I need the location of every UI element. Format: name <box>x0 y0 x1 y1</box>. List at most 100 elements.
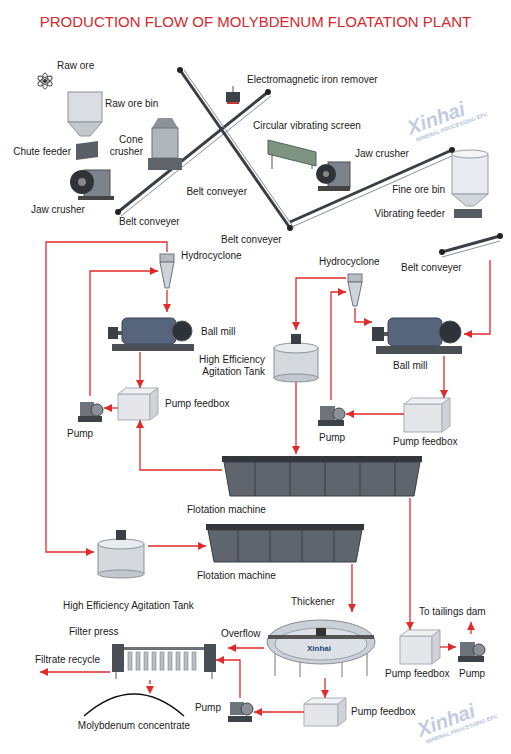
equipment-label: Pump feedbox <box>350 706 417 718</box>
pump-feedbox-drawing <box>432 630 440 664</box>
equipment-label: Pump feedbox <box>392 436 459 448</box>
ore-bin-drawing <box>68 92 102 122</box>
hydrocyclone: Hydrocyclone <box>158 252 176 290</box>
pump: Pump <box>226 698 254 724</box>
vibrating-screen-drawing <box>268 140 316 166</box>
equipment-label: High Efficiency Agitation Tank <box>182 354 266 378</box>
equipment-label: Hydrocyclone <box>318 256 381 268</box>
thickener-drawing <box>316 628 326 636</box>
belt-conveyer-drawing <box>115 67 503 257</box>
flow-arrows <box>470 622 471 634</box>
flow-line <box>295 382 296 454</box>
pump-feedbox-drawing <box>338 698 346 726</box>
belt-conveyer-drawing <box>442 241 500 257</box>
filter-press-drawing <box>112 644 124 672</box>
flotation-machine: Flotation machine <box>206 522 364 564</box>
hydrocyclone-drawing <box>160 254 174 262</box>
ball-mill-drawing <box>108 327 118 339</box>
flotation-machine-drawing <box>395 462 396 496</box>
equipment-label: Belt conveyer <box>220 234 283 246</box>
jaw-crusher: Jaw crusher <box>318 158 350 192</box>
flow-note: Overflow <box>220 628 261 640</box>
thickener-drawing <box>267 620 375 677</box>
raw-ore-icon <box>37 74 54 87</box>
belt-conveyer: Belt conveyer <box>288 196 344 224</box>
equipment-label: Filter press <box>68 626 119 638</box>
vibrating-feeder-drawing <box>454 209 482 218</box>
flow-line <box>355 308 372 322</box>
flotation-machine-drawing <box>302 530 303 562</box>
equipment-label: Vibrating feeder <box>374 208 446 220</box>
equipment-label: Pump <box>66 428 94 440</box>
filter-press-drawing <box>192 652 196 670</box>
fine-ore-bin-drawing <box>452 150 488 158</box>
ball-mill: Ball mill <box>108 312 196 352</box>
iron-remover-drawing <box>227 102 239 104</box>
pump-feedbox-drawing <box>118 394 150 420</box>
jaw-crusher-drawing <box>323 171 329 177</box>
filter-press-drawing <box>212 672 213 679</box>
agitation-tank: High Efficiency Agitation Tank <box>94 526 148 578</box>
raw-ore-icon <box>37 74 54 87</box>
flow-line <box>346 413 404 414</box>
equipment-label: Thickener <box>290 596 336 608</box>
pump-feedbox-drawing <box>442 398 450 432</box>
cone-crusher: Cone crusher <box>148 118 182 172</box>
equipment-label: High Efficiency Agitation Tank <box>62 600 195 612</box>
ore-bin-drawing <box>68 92 102 136</box>
flow-line <box>409 498 410 630</box>
equipment-label: Chute feeder <box>12 146 72 158</box>
equipment-label: Circular vibrating screen <box>252 120 362 132</box>
pump-feedbox: Pump feedbox <box>400 630 440 664</box>
ball-mill-drawing <box>112 344 194 351</box>
ball-mill-drawing <box>172 321 192 341</box>
vibrating-feeder: Vibrating feeder <box>452 208 484 220</box>
jaw-crusher-drawing <box>318 186 350 191</box>
ball-mill-drawing <box>388 318 442 346</box>
iron-remover: Electromagnetic iron remover <box>224 84 242 106</box>
flotation-machine-drawing <box>208 530 362 562</box>
flow-line <box>46 242 167 552</box>
ball-mill-drawing <box>439 321 461 343</box>
flow-line <box>104 407 118 408</box>
vibrating-screen-drawing <box>268 140 316 169</box>
pump-drawing <box>318 420 344 426</box>
agitation-tank-drawing <box>291 334 301 344</box>
filter-press-drawing <box>160 652 164 670</box>
logo-text: Xinhai <box>307 644 331 654</box>
equipment-label: Ball mill <box>200 326 236 338</box>
iron-remover-drawing <box>226 86 240 104</box>
equipment-label: Pump <box>458 668 486 680</box>
flotation-machine-drawing <box>270 530 271 562</box>
pump: Pump <box>456 636 486 664</box>
belt-conveyer-drawing <box>265 89 271 95</box>
equipment-label: Flotation machine <box>196 570 277 582</box>
equipment-label: Flotation machine <box>186 504 267 516</box>
filter-press-drawing <box>152 652 156 670</box>
fine-ore-bin-drawing <box>452 150 488 206</box>
flotation-machine-drawing <box>255 462 256 496</box>
ball-mill-drawing <box>384 332 388 336</box>
fine-ore-bin-drawing <box>452 154 488 194</box>
belt-conveyer-drawing <box>439 249 445 255</box>
cone-crusher-drawing <box>148 158 182 170</box>
concentrate-pile-drawing <box>84 694 184 716</box>
agitation-tank-drawing <box>116 530 126 540</box>
flotation-machine-drawing <box>206 524 364 530</box>
equipment-label: Ball mill <box>392 360 428 372</box>
raw-ore-icon <box>37 73 54 89</box>
equipment-label: Pump feedbox <box>384 668 451 680</box>
jaw-crusher: Jaw crusher <box>72 164 112 200</box>
filter-press-drawing <box>168 652 172 670</box>
filter-press-drawing <box>116 672 117 679</box>
ball-mill-drawing <box>108 318 462 354</box>
concentrate-pile-drawing <box>84 694 184 716</box>
flow-line <box>216 660 240 698</box>
equipment-label: Pump feedbox <box>164 398 231 410</box>
equipment-label: Jaw crusher <box>30 204 86 216</box>
equipment-label: Jaw crusher <box>354 148 410 160</box>
agitation-tank-drawing <box>98 570 144 578</box>
flow-line <box>464 260 490 334</box>
jaw-crusher-drawing <box>78 178 86 186</box>
